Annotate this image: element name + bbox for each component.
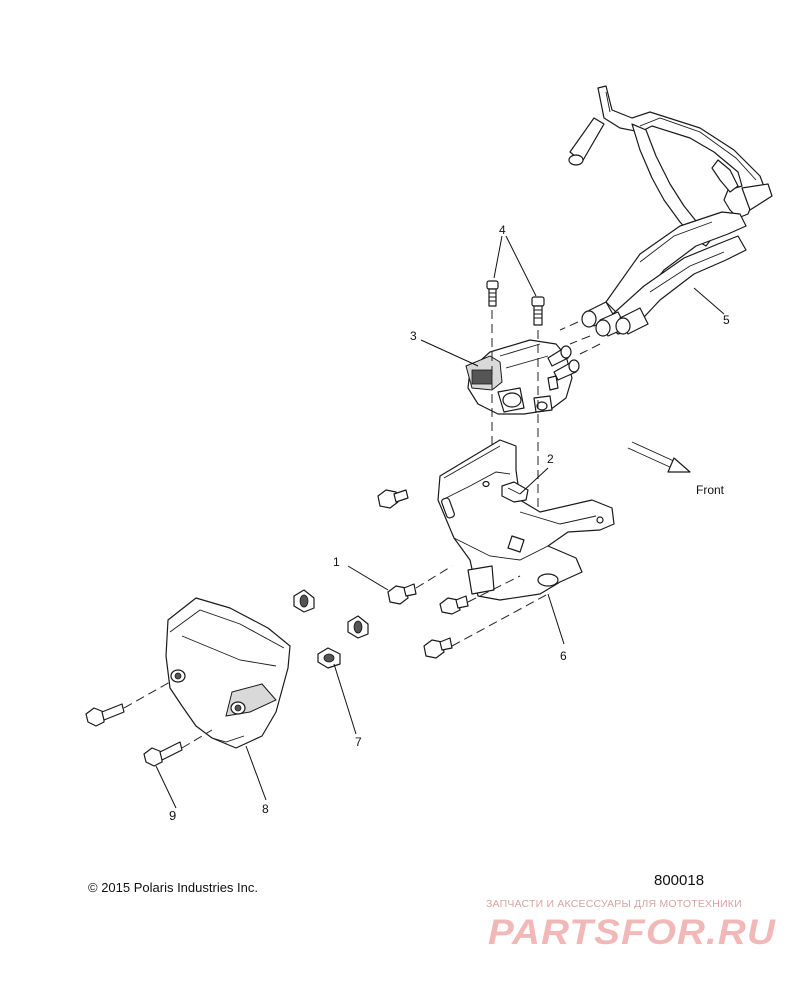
grommet-c [317, 647, 341, 669]
copyright-text: © 2015 Polaris Industries Inc. [88, 880, 258, 895]
bolt-upper [377, 489, 409, 509]
callout-7: 7 [355, 735, 362, 749]
solenoid-valve [465, 339, 580, 415]
mounting-bracket [437, 439, 615, 601]
watermark-tagline: ЗАПЧАСТИ И АКСЕССУАРЫ ДЛЯ МОТОТЕХНИКИ [486, 898, 742, 910]
callout-9: 9 [169, 808, 176, 823]
callout-1: 1 [333, 555, 340, 569]
front-label: Front [696, 483, 725, 497]
callout-3: 3 [410, 329, 417, 343]
screw-4a [486, 280, 499, 307]
callout-5: 5 [723, 313, 730, 327]
cover [165, 597, 291, 749]
screw-9a [85, 703, 125, 727]
grommet-a [293, 589, 315, 613]
callout-2: 2 [547, 452, 554, 466]
bolt-lower [423, 637, 453, 659]
screw-4b [531, 296, 545, 326]
clip [501, 481, 529, 503]
watermark-logo-text: PARTSFOR.RU [488, 913, 776, 952]
front-arrow [627, 441, 691, 473]
callout-8: 8 [262, 802, 269, 816]
diagram-code: 800018 [654, 872, 705, 889]
tube-end-1 [581, 301, 615, 328]
watermark-logo: PARTSFOR.RU [486, 910, 786, 952]
screw-9b [143, 741, 183, 767]
bolt-mid [439, 595, 469, 615]
callout-4: 4 [499, 223, 506, 237]
watermark: ЗАПЧАСТИ И АКСЕССУАРЫ ДЛЯ МОТОТЕХНИКИ PA… [486, 898, 786, 952]
bolt-1 [387, 583, 417, 605]
hose-assembly [559, 85, 773, 355]
grommet-b [347, 615, 369, 639]
tube-end-3 [615, 307, 649, 335]
callout-6: 6 [560, 649, 567, 663]
